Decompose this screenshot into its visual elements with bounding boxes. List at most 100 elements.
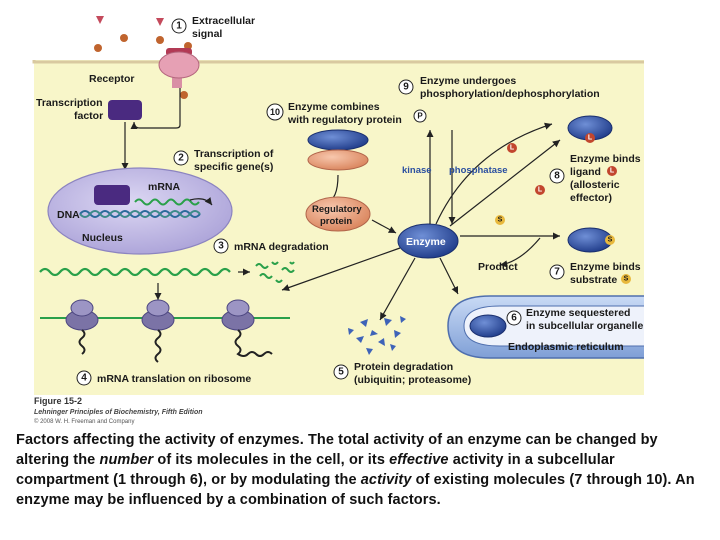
step-7-label-1: Enzyme binds bbox=[570, 261, 641, 273]
step-2-badge bbox=[173, 150, 189, 166]
kinase-label: kinase bbox=[402, 165, 432, 176]
ligand-label-3: L bbox=[610, 168, 615, 175]
svg-text:specific gene(s): specific gene(s) bbox=[194, 161, 273, 173]
step-10-number: 10 bbox=[270, 107, 280, 117]
ribosomes bbox=[40, 299, 290, 363]
step-9-badge bbox=[398, 79, 414, 95]
svg-text:(allosteric: (allosteric bbox=[570, 179, 620, 191]
phosphate-badge bbox=[413, 109, 427, 123]
nucleus-label: Nucleus bbox=[82, 232, 123, 244]
svg-text:effector): effector) bbox=[570, 192, 612, 204]
enzyme-label: Enzyme bbox=[406, 236, 446, 248]
step-8-label-4: effector) bbox=[570, 192, 612, 204]
caption-part-4: of existing molecules (7 through 10). An… bbox=[16, 472, 695, 508]
step-5-badge bbox=[333, 364, 349, 380]
svg-text:Protein degradation: Protein degradation bbox=[354, 361, 453, 373]
ligand-label-1: L bbox=[510, 145, 515, 152]
nucleus-tf-icon bbox=[94, 185, 130, 205]
svg-text:protein: protein bbox=[320, 216, 352, 227]
step-9-number: 9 bbox=[403, 82, 409, 93]
caption-emphasis-activity: activity bbox=[360, 472, 412, 488]
step-2-number: 2 bbox=[178, 153, 184, 164]
caption-emphasis-number: number bbox=[99, 452, 154, 468]
step-8-label-3: (allosteric bbox=[570, 179, 620, 191]
svg-text:substrate: substrate bbox=[570, 274, 617, 286]
sequestered-enzyme-icon bbox=[469, 314, 507, 338]
svg-text:phosphorylation/dephosphorylat: phosphorylation/dephosphorylation bbox=[420, 88, 600, 100]
step-6-badge bbox=[506, 310, 522, 326]
receptor-label: Receptor bbox=[89, 73, 135, 85]
substrate-label-1: S bbox=[498, 217, 503, 224]
dna-label: DNA bbox=[57, 209, 80, 221]
enzyme-icon bbox=[397, 223, 459, 259]
signal-label-1: Extracellular bbox=[192, 15, 255, 27]
mrna-strand bbox=[134, 198, 200, 206]
mrna-free bbox=[39, 267, 231, 277]
step-8-badge bbox=[549, 168, 565, 184]
step-8-label-2: ligand bbox=[570, 166, 601, 178]
svg-text:ligand: ligand bbox=[570, 166, 601, 178]
step-3-number: 3 bbox=[218, 241, 224, 252]
figure-caption: Factors affecting the activity of enzyme… bbox=[16, 430, 706, 510]
mrna-label: mRNA bbox=[148, 181, 181, 193]
step-5-label-2: (ubiquitin; proteasome) bbox=[354, 374, 471, 386]
figure-copyright: © 2008 W. H. Freeman and Company bbox=[34, 418, 134, 425]
svg-text:factor: factor bbox=[74, 110, 103, 122]
step-4-label: mRNA translation on ribosome bbox=[97, 373, 251, 385]
step-6-label-1: Enzyme sequestered bbox=[526, 307, 630, 319]
signal-molecules bbox=[94, 16, 192, 52]
signal-label-2: signal bbox=[192, 28, 222, 40]
caption-part-1: Factors affecting the activity of enzyme… bbox=[16, 432, 658, 468]
step-6-number: 6 bbox=[511, 313, 517, 324]
step-10-label-1: Enzyme combines bbox=[288, 101, 380, 113]
svg-text:Enzyme binds: Enzyme binds bbox=[570, 261, 641, 273]
tf-label-2: factor bbox=[74, 110, 103, 122]
phosphate-label: P bbox=[417, 112, 423, 121]
ligand-label-2: L bbox=[538, 187, 543, 194]
step-10-label-2: with regulatory protein bbox=[287, 114, 402, 126]
regulatory-protein-icon bbox=[305, 196, 371, 232]
product-label: Product bbox=[478, 261, 518, 273]
phosphatase-label: phosphatase bbox=[449, 165, 508, 176]
step-5-number: 5 bbox=[338, 367, 344, 378]
step-7-label-2: substrate bbox=[570, 274, 617, 286]
substrate-bound-label: S bbox=[608, 237, 613, 244]
caption-part-3: activity in a subcellular compartment (1… bbox=[16, 452, 615, 488]
step-4-number: 4 bbox=[81, 373, 87, 384]
step-5-label-1: Protein degradation bbox=[354, 361, 453, 373]
step-2-label-2: specific gene(s) bbox=[194, 161, 273, 173]
figure-source: Lehninger Principles of Biochemistry, Fi… bbox=[34, 409, 203, 416]
svg-text:Enzyme undergoes: Enzyme undergoes bbox=[420, 75, 516, 87]
step-2-label-1: Transcription of bbox=[194, 148, 274, 160]
svg-text:Transcription: Transcription bbox=[36, 97, 103, 109]
step-3-label: mRNA degradation bbox=[234, 241, 329, 253]
substrate-icon-1 bbox=[495, 215, 505, 225]
step-9-label-2: phosphorylation/dephosphorylation bbox=[420, 88, 600, 100]
step-4-badge bbox=[76, 370, 92, 386]
svg-text:Transcription of: Transcription of bbox=[194, 148, 274, 160]
figure-title: Figure 15-2 bbox=[34, 396, 82, 406]
svg-text:Enzyme binds: Enzyme binds bbox=[570, 153, 641, 165]
step-7-number: 7 bbox=[554, 267, 560, 278]
step-1-badge bbox=[171, 18, 187, 34]
cell-membrane bbox=[32, 60, 644, 64]
tf-label-1: Transcription bbox=[36, 97, 103, 109]
step-10-badge bbox=[266, 103, 284, 121]
ligand-icon-2 bbox=[535, 185, 545, 195]
step-8-label-1: Enzyme binds bbox=[570, 153, 641, 165]
caption-part-2: of its molecules in the cell, or its bbox=[153, 452, 390, 468]
mrna-fragments bbox=[255, 261, 295, 283]
svg-text:Regulatory: Regulatory bbox=[312, 204, 362, 215]
enzyme-regulatory-complex-icon bbox=[307, 129, 369, 171]
svg-text:with regulatory protein: with regulatory protein bbox=[287, 114, 402, 126]
step-1-number: 1 bbox=[176, 21, 182, 32]
svg-text:Enzyme sequestered: Enzyme sequestered bbox=[526, 307, 630, 319]
step-7-badge bbox=[549, 264, 565, 280]
svg-text:signal: signal bbox=[192, 28, 222, 40]
regulatory-label-1: Regulatory bbox=[312, 204, 362, 215]
er-label: Endoplasmic reticulum bbox=[508, 341, 624, 353]
ligand-icon-1 bbox=[507, 143, 517, 153]
enzyme-regulation-diagram: 1 Extracellular signal Receptor Transcri… bbox=[32, 15, 644, 425]
svg-text:Extracellular: Extracellular bbox=[192, 15, 255, 27]
step-9-label-1: Enzyme undergoes bbox=[420, 75, 516, 87]
